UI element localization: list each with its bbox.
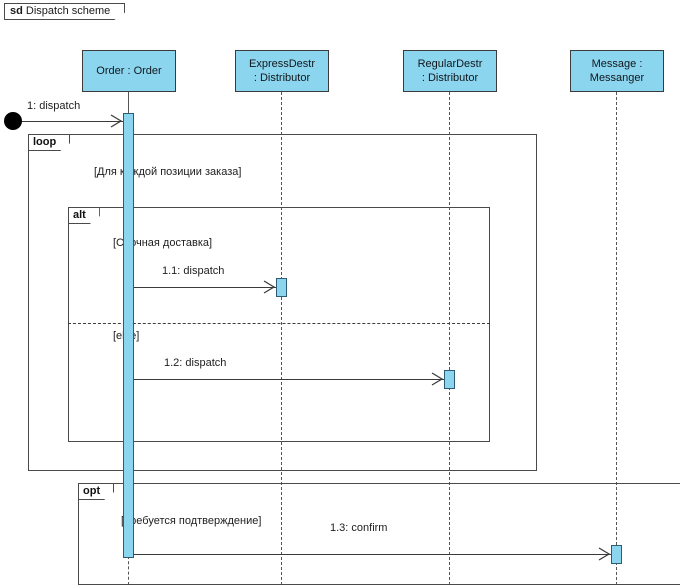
arrow-open-icon-1 — [110, 114, 122, 128]
message-line-1-3 — [134, 554, 611, 555]
lifeline-label-regulardestr-line1: RegularDestr — [417, 58, 483, 70]
lifeline-label-expressdestr-line1: ExpressDestr — [248, 58, 316, 70]
fragment-loop — [28, 134, 537, 471]
message-line-1 — [22, 121, 123, 122]
fragment-operator-loop: loop — [29, 135, 70, 151]
fragment-operator-alt: alt — [69, 208, 100, 224]
message-label-1-2: 1.2: dispatch — [164, 357, 227, 369]
message-line-1-1 — [134, 287, 276, 288]
message-label-1-1: 1.1: dispatch — [162, 265, 225, 277]
arrow-open-icon-1-2 — [431, 372, 443, 386]
lifeline-head-message[interactable]: Message : Messanger — [570, 50, 664, 92]
lifeline-label-order-line1: Order : Order — [96, 65, 162, 77]
lifeline-line-expressdestr — [281, 92, 282, 585]
lifeline-line-regulardestr — [449, 92, 450, 585]
activation-bar-order[interactable] — [123, 113, 134, 558]
message-label-1: 1: dispatch — [27, 100, 81, 112]
fragment-guard-loop: [Для каждой позиции заказа] — [94, 166, 242, 178]
fragment-alt — [68, 207, 490, 442]
lifeline-label-message-line1: Message : — [591, 58, 643, 70]
activation-bar-regulardestr[interactable] — [444, 370, 455, 389]
fragment-guard-alt-branch1: [Срочная доставка] — [113, 237, 213, 249]
fragment-operator-opt: opt — [79, 484, 114, 500]
fragment-guard-opt: [Требуется подтверждение] — [121, 515, 262, 527]
fragment-alt-divider — [68, 323, 490, 324]
diagram-kind-keyword: sd — [10, 5, 23, 17]
activation-bar-message[interactable] — [611, 545, 622, 564]
lifeline-head-order[interactable]: Order : Order — [82, 50, 176, 92]
lifeline-label-message-line2: Messanger — [589, 72, 645, 84]
diagram-frame-tab: sd Dispatch scheme — [4, 3, 125, 20]
lifeline-head-expressdestr[interactable]: ExpressDestr : Distributor — [235, 50, 329, 92]
activation-bar-expressdestr[interactable] — [276, 278, 287, 297]
arrow-open-icon-1-3 — [598, 547, 610, 561]
lifeline-head-regulardestr[interactable]: RegularDestr : Distributor — [403, 50, 497, 92]
lifeline-line-order-head — [128, 92, 129, 114]
fragment-opt — [78, 483, 680, 585]
lifeline-line-message — [616, 92, 617, 585]
message-label-1-3: 1.3: confirm — [330, 522, 388, 534]
found-message-start-dot — [4, 112, 22, 130]
lifeline-line-order-tail — [128, 556, 129, 585]
message-line-1-2 — [134, 379, 444, 380]
lifeline-label-expressdestr-line2: : Distributor — [253, 72, 311, 84]
diagram-title: Dispatch scheme — [25, 5, 111, 17]
lifeline-label-regulardestr-line2: : Distributor — [421, 72, 479, 84]
arrow-open-icon-1-1 — [263, 280, 275, 294]
